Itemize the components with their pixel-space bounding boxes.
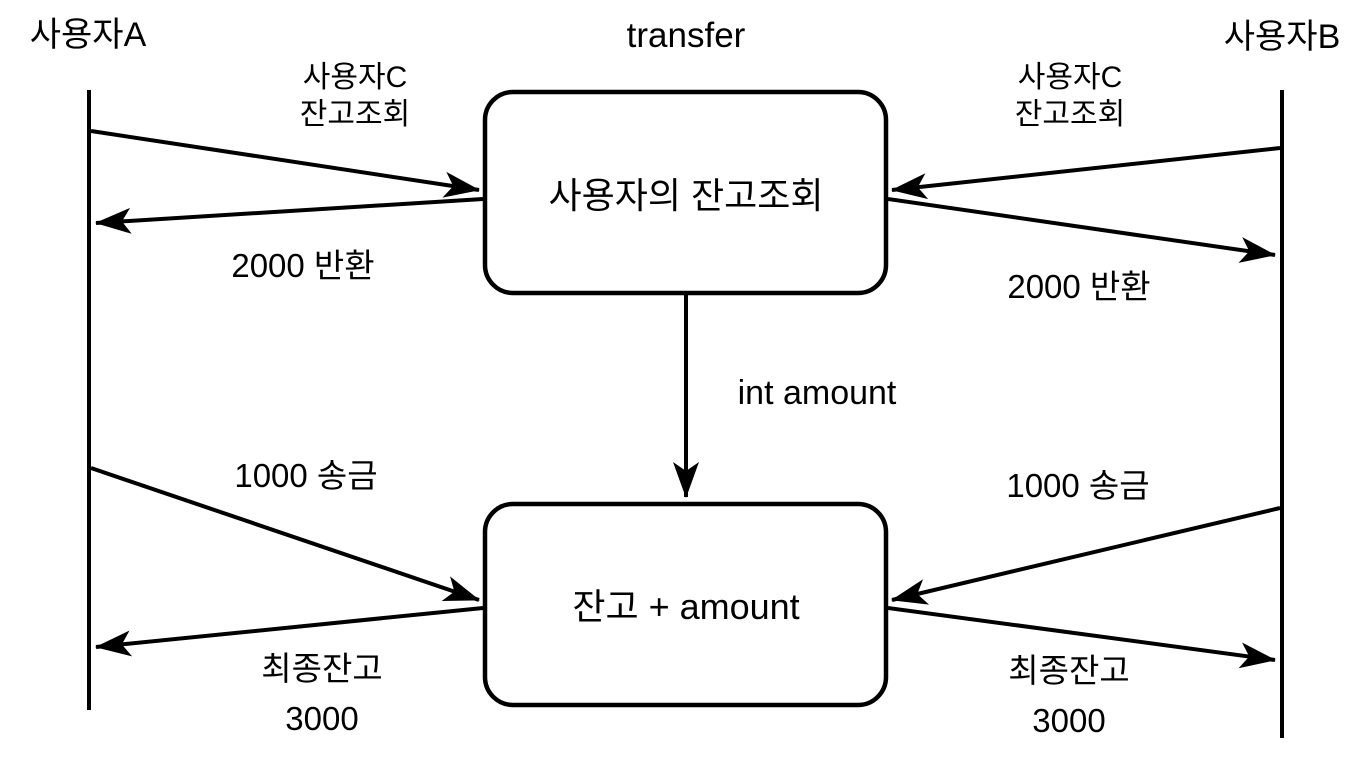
label-final-right-line2: 3000 xyxy=(1032,701,1106,739)
box-balance-inquiry xyxy=(482,89,889,296)
arrow-final-balance-to-b xyxy=(887,606,1276,669)
label-final-left-line1: 최종잔고 xyxy=(261,650,383,687)
label-final-right-line1: 최종잔고 xyxy=(1008,652,1130,689)
label-return-right: 2000 반환 xyxy=(1007,268,1151,305)
label-final-left-line2: 3000 xyxy=(285,699,359,737)
label-int-amount: int amount xyxy=(737,374,897,412)
label-send-right: 1000 송금 xyxy=(1006,467,1150,504)
label-request-left: 사용자C 잔고조회 xyxy=(300,60,410,133)
label-request-left-line1: 사용자C xyxy=(302,61,408,94)
label-request-right-line1: 사용자C xyxy=(1017,61,1123,94)
arrow-b-send-1000 xyxy=(891,506,1281,605)
label-request-right: 사용자C 잔고조회 xyxy=(1015,60,1125,133)
actor-a-label: 사용자A xyxy=(29,16,147,54)
diagram-title: transfer xyxy=(626,16,746,55)
arrow-a-send-1000 xyxy=(90,466,480,602)
label-return-left: 2000 반환 xyxy=(231,247,375,284)
label-request-left-line2: 잔고조회 xyxy=(299,97,411,131)
arrow-return-2000-to-b xyxy=(887,197,1276,263)
arrow-return-2000-to-a xyxy=(95,197,484,234)
label-request-right-line2: 잔고조회 xyxy=(1014,97,1126,131)
arrow-a-request-balance xyxy=(90,129,480,198)
label-final-left: 최종잔고 3000 xyxy=(261,644,382,743)
label-final-right: 최종잔고 3000 xyxy=(1008,646,1129,745)
arrow-final-balance-to-a xyxy=(95,606,484,657)
arrow-b-request-balance xyxy=(891,146,1281,200)
label-send-left: 1000 송금 xyxy=(234,457,378,494)
box-balance-inquiry-label: 사용자의 잔고조회 xyxy=(548,175,824,216)
box-balance-add-label: 잔고 + amount xyxy=(572,586,800,627)
box-balance-add xyxy=(482,501,889,708)
actor-b-label: 사용자B xyxy=(1223,18,1341,56)
